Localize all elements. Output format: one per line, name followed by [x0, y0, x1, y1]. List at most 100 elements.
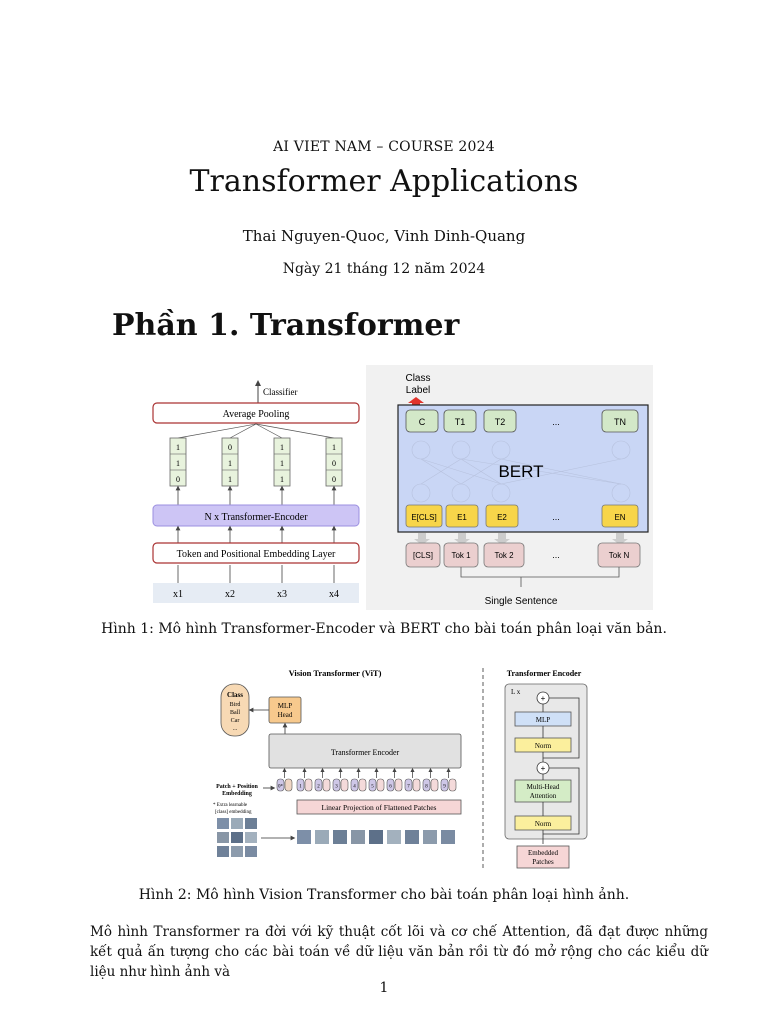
class-label-line2: Label	[406, 385, 430, 396]
flattened-patches	[297, 830, 455, 844]
vit-title: Vision Transformer (ViT)	[289, 668, 382, 678]
input-x2: x2	[225, 589, 235, 600]
svg-text:1: 1	[228, 459, 232, 468]
svg-text:Embedding: Embedding	[222, 791, 252, 797]
input-token-tok2: Tok 2	[494, 551, 514, 560]
embedding-layer-label: Token and Positional Embedding Layer	[177, 549, 336, 560]
svg-text:Transformer Encoder: Transformer Encoder	[331, 748, 400, 757]
vit-token-9: 9	[440, 767, 457, 792]
input-image-grid	[217, 818, 257, 857]
bert-label: BERT	[498, 462, 543, 481]
svg-text:Class: Class	[227, 691, 243, 699]
figure-2: Vision Transformer (ViT) Class Bird Ball…	[213, 668, 588, 869]
svg-text:L x: L x	[511, 688, 521, 696]
document-title: Transformer Applications	[189, 164, 579, 199]
svg-text:Norm: Norm	[535, 742, 552, 750]
vit-token-7: 7	[404, 767, 421, 792]
vit-token-8: 8	[422, 767, 439, 792]
svg-text:Head: Head	[278, 711, 293, 719]
svg-text:5: 5	[371, 785, 374, 790]
input-x1: x1	[173, 589, 183, 600]
add-icon-top: +	[541, 694, 546, 703]
output-token-c: C	[419, 417, 426, 427]
svg-text:0: 0	[228, 443, 232, 452]
embedding-token-ellipsis: ...	[552, 512, 560, 522]
figure-2-encoder-detail: Transformer Encoder L x + MLP Norm + Mul…	[504, 669, 588, 869]
vector-column-4: 1 0 0	[325, 437, 343, 487]
svg-text:MLP: MLP	[536, 716, 551, 724]
input-row	[153, 583, 359, 603]
vector-column-1: 1 1 0	[169, 437, 187, 487]
vit-token-4: 4	[350, 767, 367, 792]
vit-token-1: 1	[296, 767, 313, 792]
svg-text:1: 1	[280, 443, 284, 452]
svg-text:1: 1	[332, 443, 336, 452]
figure-2-caption: Hình 2: Mô hình Vision Transformer cho b…	[138, 887, 630, 903]
class-label-line1: Class	[405, 373, 430, 384]
input-token-ellipsis: ...	[552, 550, 560, 560]
figure-1-right-bert-diagram: Class Label BERT C T1 T2 ... TN E[CLS] E…	[366, 365, 653, 610]
svg-text:0: 0	[332, 475, 336, 484]
svg-text:2: 2	[317, 785, 320, 790]
output-token-tn: TN	[614, 417, 626, 427]
section-heading: Phần 1. Transformer	[112, 308, 460, 343]
vit-token-2: 2	[314, 767, 331, 792]
svg-text:1: 1	[299, 785, 302, 790]
svg-text:Attention: Attention	[530, 792, 557, 800]
svg-text:8: 8	[425, 785, 428, 790]
vit-token-0: 0*	[276, 767, 293, 792]
svg-text:...: ...	[233, 726, 238, 732]
embedding-token-e2: E2	[497, 513, 507, 522]
svg-text:1: 1	[176, 459, 180, 468]
output-token-t1: T1	[455, 417, 466, 427]
svg-text:1: 1	[280, 475, 284, 484]
authors: Thai Nguyen-Quoc, Vinh Dinh-Quang	[242, 227, 526, 245]
input-x3: x3	[277, 589, 287, 600]
average-pooling-label: Average Pooling	[223, 409, 290, 420]
figure-1: Classifier Average Pooling 1 1 0 0 1 1 1	[152, 365, 653, 610]
page-number: 1	[379, 980, 389, 996]
figure-1-caption: Hình 1: Mô hình Transformer-Encoder và B…	[101, 621, 667, 637]
average-pooling-box	[152, 402, 360, 424]
vit-token-3: 3	[332, 767, 349, 792]
date: Ngày 21 tháng 12 năm 2024	[282, 261, 486, 277]
svg-text:Multi-Head: Multi-Head	[527, 783, 560, 791]
vit-token-6: 6	[386, 767, 403, 792]
svg-text:Norm: Norm	[535, 820, 552, 828]
svg-text:Ball: Ball	[230, 710, 240, 716]
svg-text:0*: 0*	[278, 785, 284, 790]
figure-1-left-encoder-diagram: Classifier Average Pooling 1 1 0 0 1 1 1	[152, 380, 360, 603]
svg-text:Linear Projection of Flattened: Linear Projection of Flattened Patches	[322, 803, 437, 812]
svg-text:Patches: Patches	[532, 858, 554, 866]
svg-text:Car: Car	[231, 718, 240, 724]
figure-2-vit-diagram: Vision Transformer (ViT) Class Bird Ball…	[213, 668, 462, 857]
svg-text:1: 1	[228, 475, 232, 484]
vector-column-3: 1 1 1	[273, 437, 291, 487]
svg-text:Patch + Position: Patch + Position	[216, 784, 258, 790]
add-icon-bottom: +	[541, 764, 546, 773]
embedding-token-en: EN	[614, 513, 625, 522]
svg-text:6: 6	[389, 785, 392, 790]
vit-transformer-encoder-box	[268, 733, 462, 769]
svg-text:3: 3	[335, 785, 338, 790]
embedding-token-e1: E1	[457, 513, 467, 522]
svg-text:[class] embedding: [class] embedding	[215, 810, 252, 815]
svg-text:1: 1	[280, 459, 284, 468]
input-token-tokn: Tok N	[609, 551, 630, 560]
svg-text:Transformer Encoder: Transformer Encoder	[507, 669, 582, 678]
transformer-encoder-box	[152, 504, 360, 527]
svg-text:1: 1	[176, 443, 180, 452]
output-token-ellipsis: ...	[552, 417, 560, 427]
svg-text:* Extra learnable: * Extra learnable	[213, 803, 248, 808]
output-token-t2: T2	[495, 417, 506, 427]
svg-text:4: 4	[353, 785, 356, 790]
vit-token-5: 5	[368, 767, 385, 792]
input-token-tok1: Tok 1	[451, 551, 471, 560]
svg-text:MLP: MLP	[278, 702, 293, 710]
svg-text:9: 9	[443, 785, 446, 790]
svg-text:0: 0	[332, 459, 336, 468]
svg-text:0: 0	[176, 475, 180, 484]
embedding-token-cls: E[CLS]	[411, 513, 436, 522]
input-token-cls: [CLS]	[413, 551, 433, 560]
